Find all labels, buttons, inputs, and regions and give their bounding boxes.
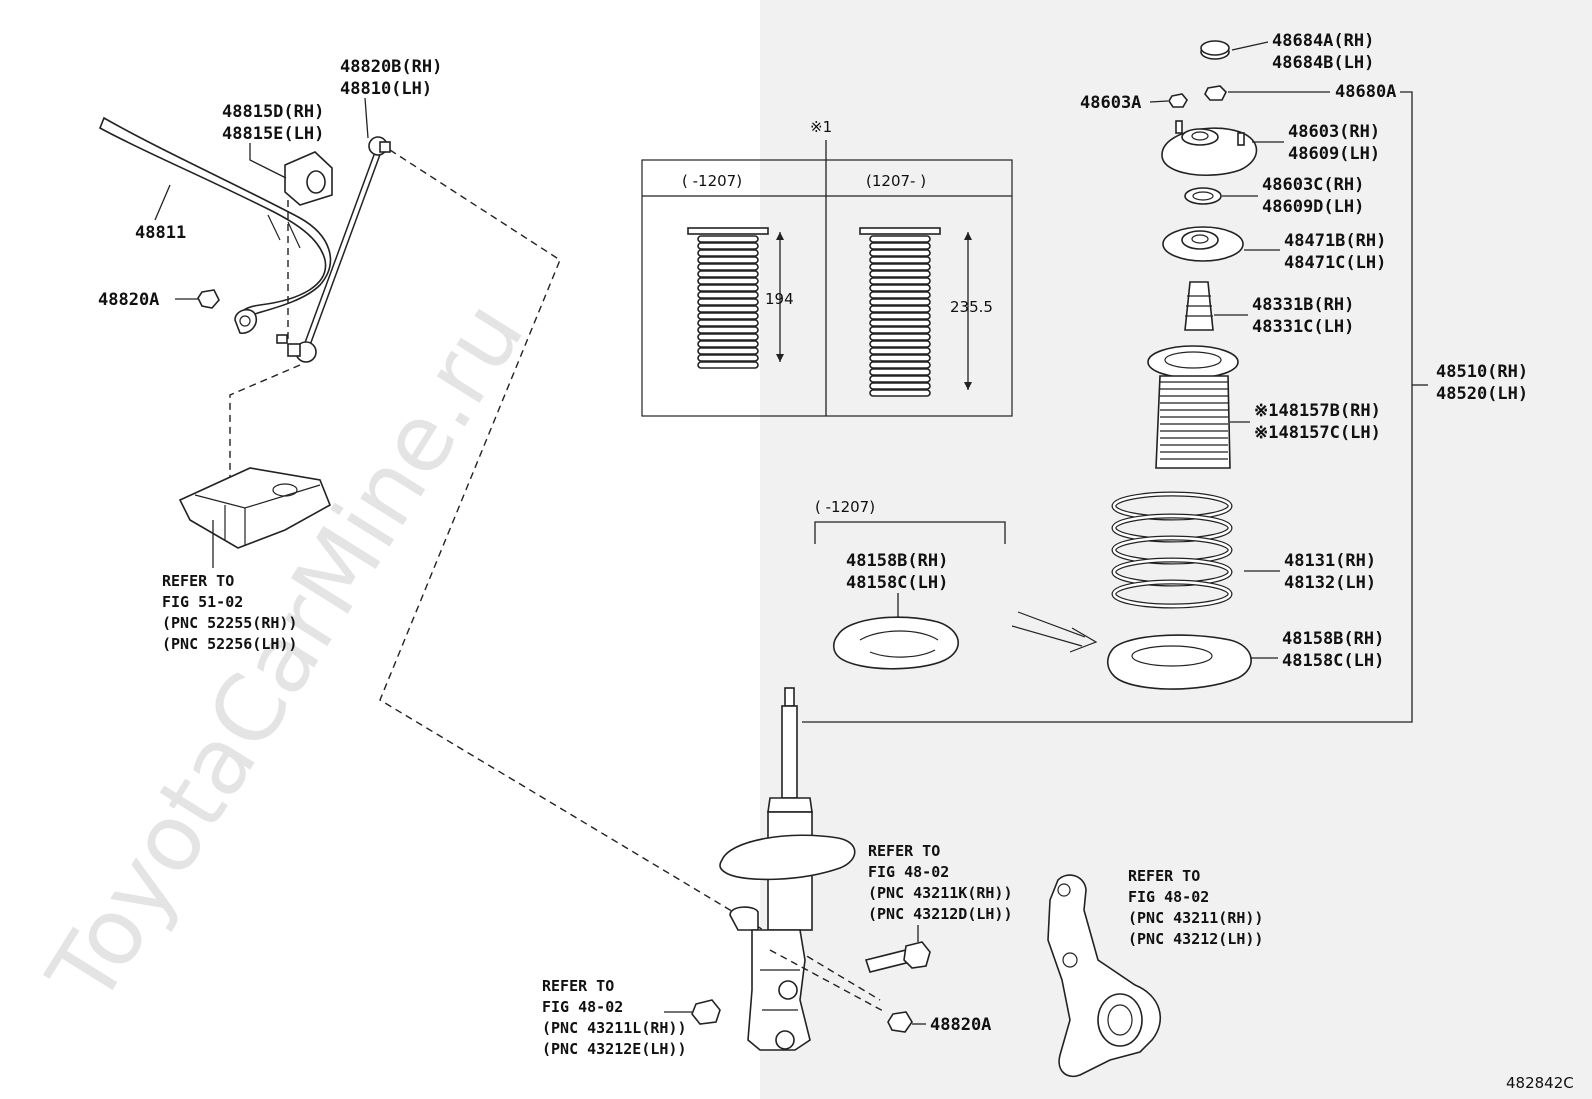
ref-fig51-line4: (PNC 52256(LH))	[162, 635, 297, 653]
label-48603A: 48603A	[1080, 93, 1141, 113]
stabilizer-bushing	[284, 151, 333, 206]
coil-spring-48131-icon	[1111, 491, 1233, 609]
label-48815D: 48815D(RH)	[222, 102, 324, 122]
label-48815E: 48815E(LH)	[222, 124, 324, 144]
ref-fig48-nut-line2: FIG 48-02	[542, 998, 623, 1016]
inset-col1-header: ( -1207)	[682, 172, 742, 190]
label-48609D: 48609D(LH)	[1262, 197, 1364, 217]
nut-48820A-bottom-icon	[887, 1011, 913, 1033]
label-48820B: 48820B(RH)	[340, 57, 442, 77]
link-bracket	[234, 308, 288, 344]
label-48131: 48131(RH)	[1284, 551, 1376, 571]
bearing-48603C-icon	[1184, 187, 1222, 205]
stabilizer-nut-48820A-icon	[197, 289, 220, 309]
label-48810: 48810(LH)	[340, 79, 432, 99]
seat-48471-icon	[1162, 226, 1244, 262]
ref-fig48-knuckle-line3: (PNC 43211(RH))	[1128, 909, 1263, 927]
inset-dim-194: 194	[765, 290, 794, 308]
ref-fig48-bolt-line4: (PNC 43212D(LH))	[868, 905, 1013, 923]
nut-48680A-icon	[1204, 85, 1227, 101]
label-48471C: 48471C(LH)	[1284, 253, 1386, 273]
label-48158B-right: 48158B(RH)	[1282, 629, 1384, 649]
bumper-48331-icon	[1184, 281, 1214, 331]
label-48158B-left: 48158B(RH)	[846, 551, 948, 571]
label-48811: 48811	[135, 223, 186, 243]
ref-fig48-bolt-line3: (PNC 43211K(RH))	[868, 884, 1013, 902]
ref-fig51-line2: FIG 51-02	[162, 593, 243, 611]
inset-col2-header: (1207- )	[866, 172, 926, 190]
support-48603-icon	[1161, 120, 1258, 177]
nut-48603A-icon	[1168, 93, 1188, 108]
shaded-background	[760, 0, 1592, 1099]
label-48132: 48132(LH)	[1284, 573, 1376, 593]
label-48331C: 48331C(LH)	[1252, 317, 1354, 337]
body-bracket	[178, 467, 332, 568]
lower-insulator-right-icon	[1106, 634, 1252, 690]
boot-long-icon	[859, 227, 941, 397]
ref-fig48-knuckle-line1: REFER TO	[1128, 867, 1200, 885]
label-48471B: 48471B(RH)	[1284, 231, 1386, 251]
boot-48157-icon	[1147, 345, 1239, 469]
ref-fig48-nut-line3: (PNC 43211L(RH))	[542, 1019, 687, 1037]
label-48820A-top: 48820A	[98, 290, 159, 310]
label-48158C-left: 48158C(LH)	[846, 573, 948, 593]
label-48820A-bottom: 48820A	[930, 1015, 991, 1035]
ref-fig51-line1: REFER TO	[162, 572, 234, 590]
steering-knuckle-icon	[1047, 874, 1162, 1077]
label-48520: 48520(LH)	[1436, 384, 1528, 404]
label-48331B: 48331B(RH)	[1252, 295, 1354, 315]
cap-48684-icon	[1200, 40, 1230, 60]
inset-dim-2355: 235.5	[950, 298, 993, 316]
label-48609: 48609(LH)	[1288, 144, 1380, 164]
label-48158C-right: 48158C(LH)	[1282, 651, 1384, 671]
ref-fig48-nut-line1: REFER TO	[542, 977, 614, 995]
nut-43211L-icon	[691, 999, 721, 1025]
ref-fig51-line3: (PNC 52255(RH))	[162, 614, 297, 632]
figure-code: 482842C	[1506, 1074, 1574, 1092]
arrow-icon	[1011, 611, 1098, 653]
label-48680A: 48680A	[1335, 82, 1396, 102]
label-48157B: ※148157B(RH)	[1254, 401, 1381, 421]
ref-fig48-bolt-line1: REFER TO	[868, 842, 940, 860]
boot-inset: ※1 ( -1207) (1207- ) 194 235.5	[641, 118, 1013, 417]
ref-fig48-bolt-line2: FIG 48-02	[868, 863, 949, 881]
label-48603: 48603(RH)	[1288, 122, 1380, 142]
bolt-icon	[864, 941, 931, 973]
label-48684B: 48684B(LH)	[1272, 53, 1374, 73]
ref-fig48-nut-line4: (PNC 43212E(LH))	[542, 1040, 687, 1058]
inset-marker: ※1	[810, 118, 832, 136]
stabilizer-link	[287, 136, 391, 363]
boot-short-icon	[687, 227, 769, 369]
label-48603C: 48603C(RH)	[1262, 175, 1364, 195]
ref-fig48-knuckle-line2: FIG 48-02	[1128, 888, 1209, 906]
insulator-range-bracket: ( -1207)	[814, 498, 1006, 544]
shock-absorber-icon	[719, 687, 856, 1051]
label-48684A: 48684A(RH)	[1272, 31, 1374, 51]
label-48157C: ※148157C(LH)	[1254, 423, 1381, 443]
label-48510: 48510(RH)	[1436, 362, 1528, 382]
lower-insulator-left-icon	[832, 616, 960, 670]
insulator-range-text: ( -1207)	[815, 498, 875, 516]
ref-fig48-knuckle-line4: (PNC 43212(LH))	[1128, 930, 1263, 948]
